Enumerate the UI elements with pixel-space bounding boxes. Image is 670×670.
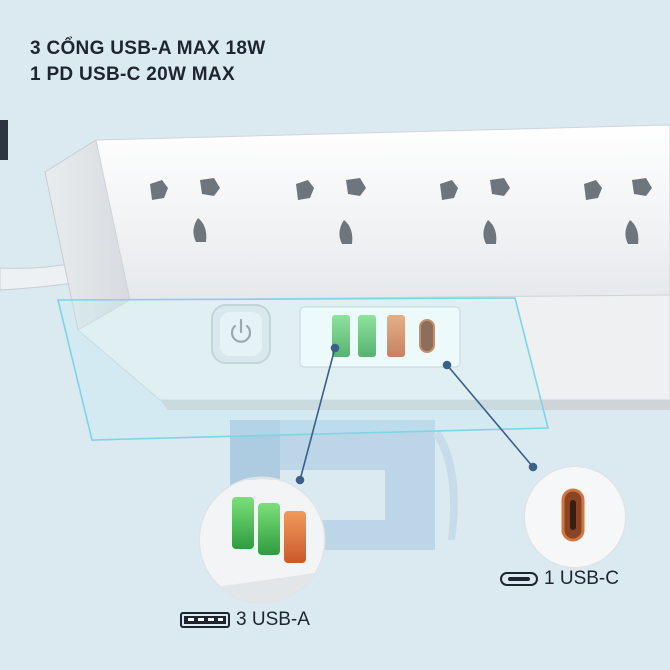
usb-a-port-2 [358,315,376,357]
power-icon [230,318,252,343]
headline-line-1: 3 CỔNG USB-A MAX 18W [30,38,266,59]
strip-top-face [95,124,670,301]
zoom-usb-a-port-3 [284,511,306,563]
usb-a-label: 3 USB-A [236,609,310,630]
highlight-frame [56,297,550,441]
usb-c-callout: 1 USB-C [500,568,619,590]
socket-outlets [150,178,652,244]
usb-a-callout: 3 USB-A [180,609,310,631]
usb-a-port-icon [180,612,230,628]
usb-a-port-3 [387,315,405,357]
callout-lines [295,343,538,485]
usb-c-label: 1 USB-C [544,568,619,589]
zoom-usb-a-port-2 [258,503,280,555]
socket-2 [296,178,366,244]
usb-a-zoom-circle [198,476,326,604]
socket-3 [440,178,510,244]
usb-c-port-icon [500,572,538,586]
power-button [211,304,271,364]
zoom-usb-a-port-1 [232,497,254,549]
usb-c-zoom-circle [523,465,627,569]
socket-1 [150,178,220,242]
usb-c-port [419,319,435,353]
edge-mark [0,120,8,160]
socket-4 [584,178,652,244]
headline-line-2: 1 PD USB-C 20W MAX [30,64,235,85]
